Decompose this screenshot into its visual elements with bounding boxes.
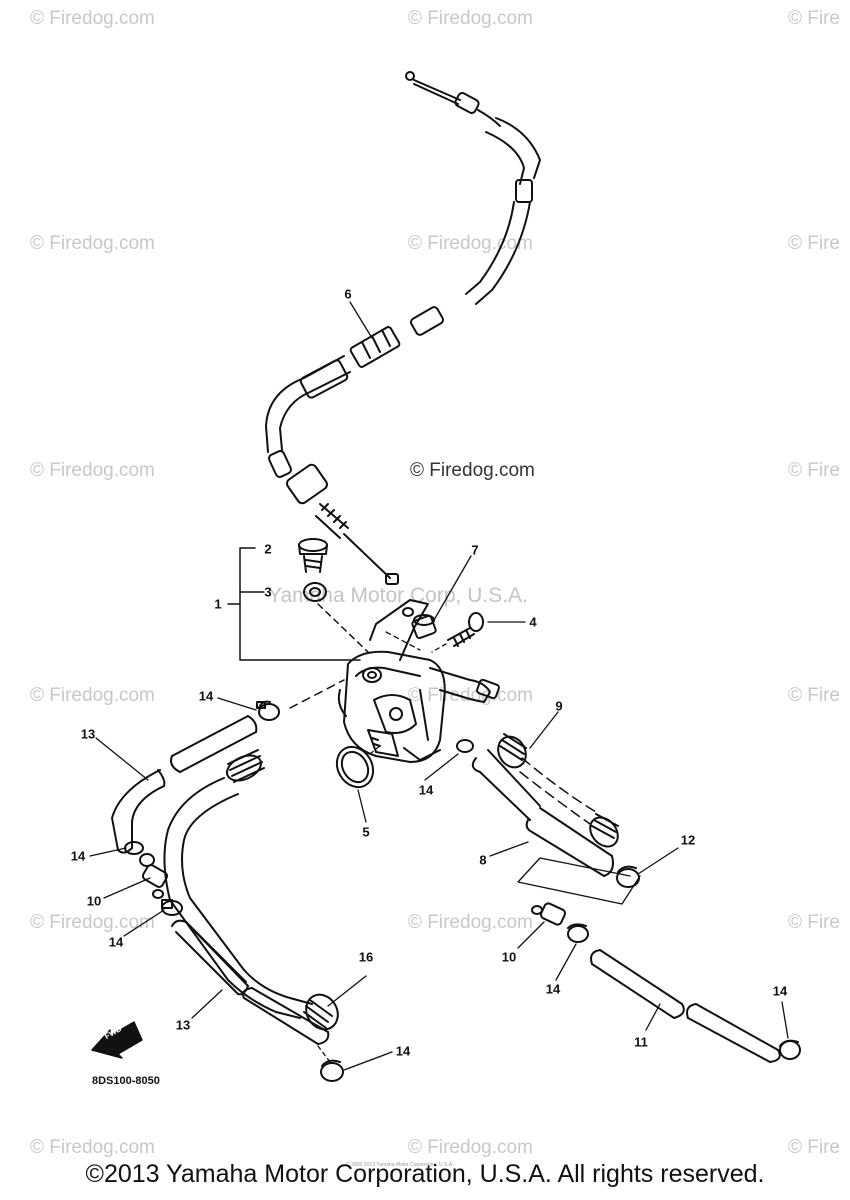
hose-11 — [590, 949, 781, 1063]
hose-13-upper — [111, 715, 258, 854]
watermark: © Fire — [788, 685, 840, 706]
callout-14: 14 — [545, 981, 561, 997]
bolt-2 — [298, 538, 328, 573]
watermark: © Firedog.com — [30, 912, 155, 933]
watermark-yamaha: Yamaha Motor Corp, U.S.A. — [268, 584, 528, 607]
nut-3 — [303, 582, 369, 653]
callout-13: 13 — [80, 726, 96, 742]
watermark: © Firedog.com — [30, 233, 155, 254]
callout-16: 16 — [358, 949, 374, 965]
watermark: © Fire — [788, 8, 840, 29]
watermark: © Firedog.com — [30, 1137, 155, 1158]
callout-3: 3 — [264, 584, 272, 600]
callout-4: 4 — [529, 614, 537, 630]
screw-4 — [431, 612, 484, 653]
callout-1: 1 — [214, 596, 222, 612]
callout-14: 14 — [772, 983, 788, 999]
watermark: © Fire — [788, 1137, 840, 1158]
watermark: © Fire — [788, 233, 840, 254]
callout-7: 7 — [471, 542, 479, 558]
watermark: © Firedog.com — [408, 1137, 533, 1158]
valve-body — [337, 599, 500, 763]
watermark: © Firedog.com — [30, 460, 155, 481]
part-code: 8DS100-8050 — [92, 1075, 160, 1087]
watermark: © Firedog.com — [408, 233, 533, 254]
watermark: © Fire — [788, 912, 840, 933]
watermark-center: © Firedog.com — [410, 460, 535, 481]
callout-8: 8 — [479, 852, 487, 868]
throttle-cable — [265, 71, 541, 585]
watermark: © Firedog.com — [408, 8, 533, 29]
callout-5: 5 — [362, 824, 370, 840]
o-ring-5 — [335, 743, 383, 789]
callout-14: 14 — [395, 1043, 411, 1059]
hose-16 — [163, 749, 339, 1031]
callout-11: 11 — [634, 1034, 648, 1050]
callout-14: 14 — [418, 782, 434, 798]
right-fittings — [531, 902, 589, 943]
callout-14: 14 — [70, 848, 86, 864]
callout-10: 10 — [86, 893, 102, 909]
fwd-arrow — [91, 1021, 143, 1059]
watermark: © Firedog.com — [30, 8, 155, 29]
tiny-note: © 2005-2013 Yamaha Motor Corporation, U.… — [346, 1162, 454, 1168]
callout-9: 9 — [555, 698, 563, 714]
watermark: © Firedog.com — [30, 685, 155, 706]
watermark: © Firedog.com — [408, 912, 533, 933]
copyright-footer: ©2013 Yamaha Motor Corporation, U.S.A. A… — [85, 1160, 765, 1188]
callout-13: 13 — [175, 1017, 191, 1033]
hose-clamp — [256, 700, 280, 721]
callout-10: 10 — [501, 949, 517, 965]
watermark: © Fire — [788, 460, 840, 481]
hose-clamp — [320, 1059, 344, 1082]
callout-14: 14 — [108, 934, 124, 950]
callout-2: 2 — [264, 541, 272, 557]
hose-clamp — [517, 857, 641, 905]
callout-6: 6 — [344, 286, 352, 302]
hose-clamp — [779, 1039, 801, 1060]
callout-leaders — [89, 301, 789, 1071]
callout-14: 14 — [198, 688, 214, 704]
hose-13-lower — [171, 919, 330, 1045]
callout-12: 12 — [680, 832, 696, 848]
hose-8-9 — [456, 733, 619, 877]
